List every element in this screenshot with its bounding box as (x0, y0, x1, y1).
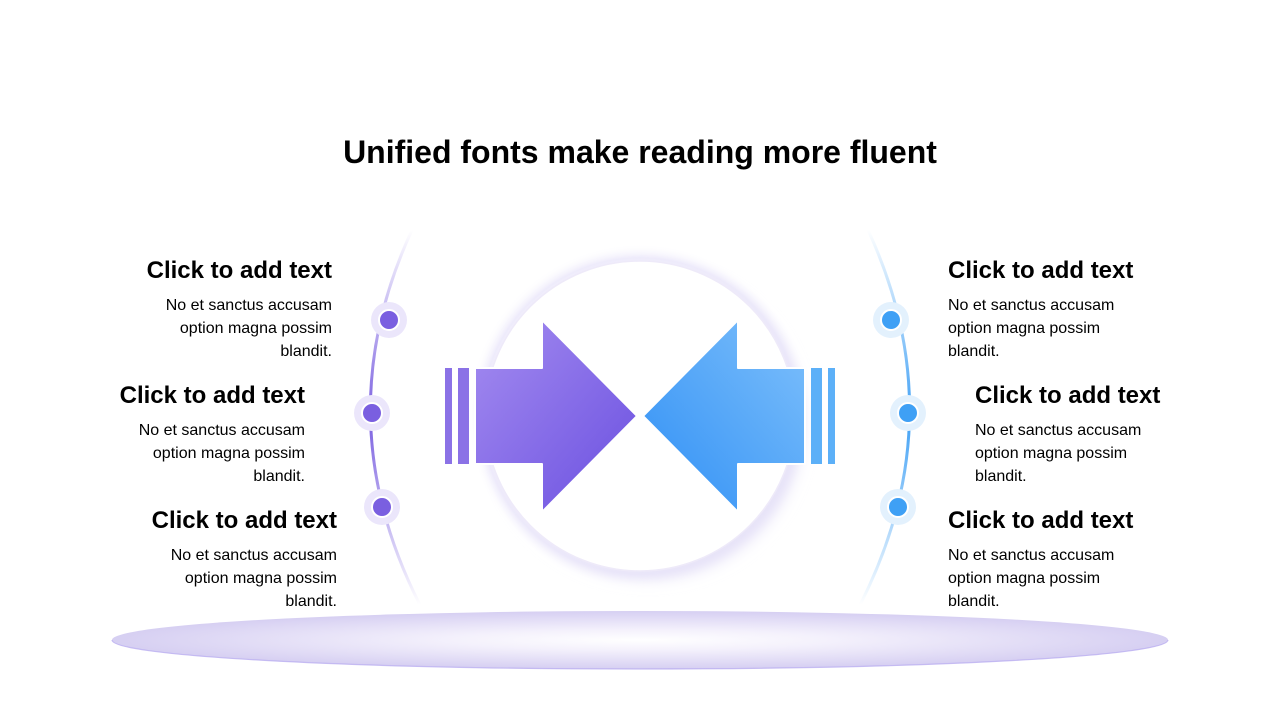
left-item-1: Click to add text No et sanctus accusam … (92, 257, 332, 363)
right-item-2: Click to add text No et sanctus accusam … (975, 382, 1215, 488)
platform-rim (111, 639, 1169, 670)
left-dot-2 (354, 395, 390, 431)
platform-ellipse (112, 611, 1168, 669)
left-arrow-icon (642, 319, 835, 513)
left-item-1-heading[interactable]: Click to add text (146, 257, 332, 284)
right-item-1: Click to add text No et sanctus accusam … (948, 257, 1188, 363)
right-dot-1 (873, 302, 909, 338)
left-item-2-body[interactable]: No et sanctus accusam option magna possi… (138, 422, 305, 485)
left-item-2: Click to add text No et sanctus accusam … (65, 382, 305, 488)
right-dot-2 (890, 395, 926, 431)
right-item-2-heading[interactable]: Click to add text (975, 382, 1161, 409)
left-item-3: Click to add text No et sanctus accusam … (97, 507, 337, 613)
right-item-1-heading[interactable]: Click to add text (948, 257, 1134, 284)
right-item-3-body[interactable]: No et sanctus accusam option magna possi… (948, 547, 1115, 610)
left-item-3-heading[interactable]: Click to add text (151, 507, 337, 534)
left-dot-3 (364, 489, 400, 525)
left-item-3-body[interactable]: No et sanctus accusam option magna possi… (170, 547, 337, 610)
right-dot-3 (880, 489, 916, 525)
right-item-1-body[interactable]: No et sanctus accusam option magna possi… (948, 297, 1115, 360)
right-item-2-body[interactable]: No et sanctus accusam option magna possi… (975, 422, 1142, 485)
left-item-1-body[interactable]: No et sanctus accusam option magna possi… (165, 297, 332, 360)
right-arrow-icon (445, 319, 638, 513)
left-item-2-heading[interactable]: Click to add text (119, 382, 305, 409)
left-dot-1 (371, 302, 407, 338)
right-item-3-heading[interactable]: Click to add text (948, 507, 1134, 534)
right-item-3: Click to add text No et sanctus accusam … (948, 507, 1188, 613)
slide-title[interactable]: Unified fonts make reading more fluent (343, 134, 937, 170)
